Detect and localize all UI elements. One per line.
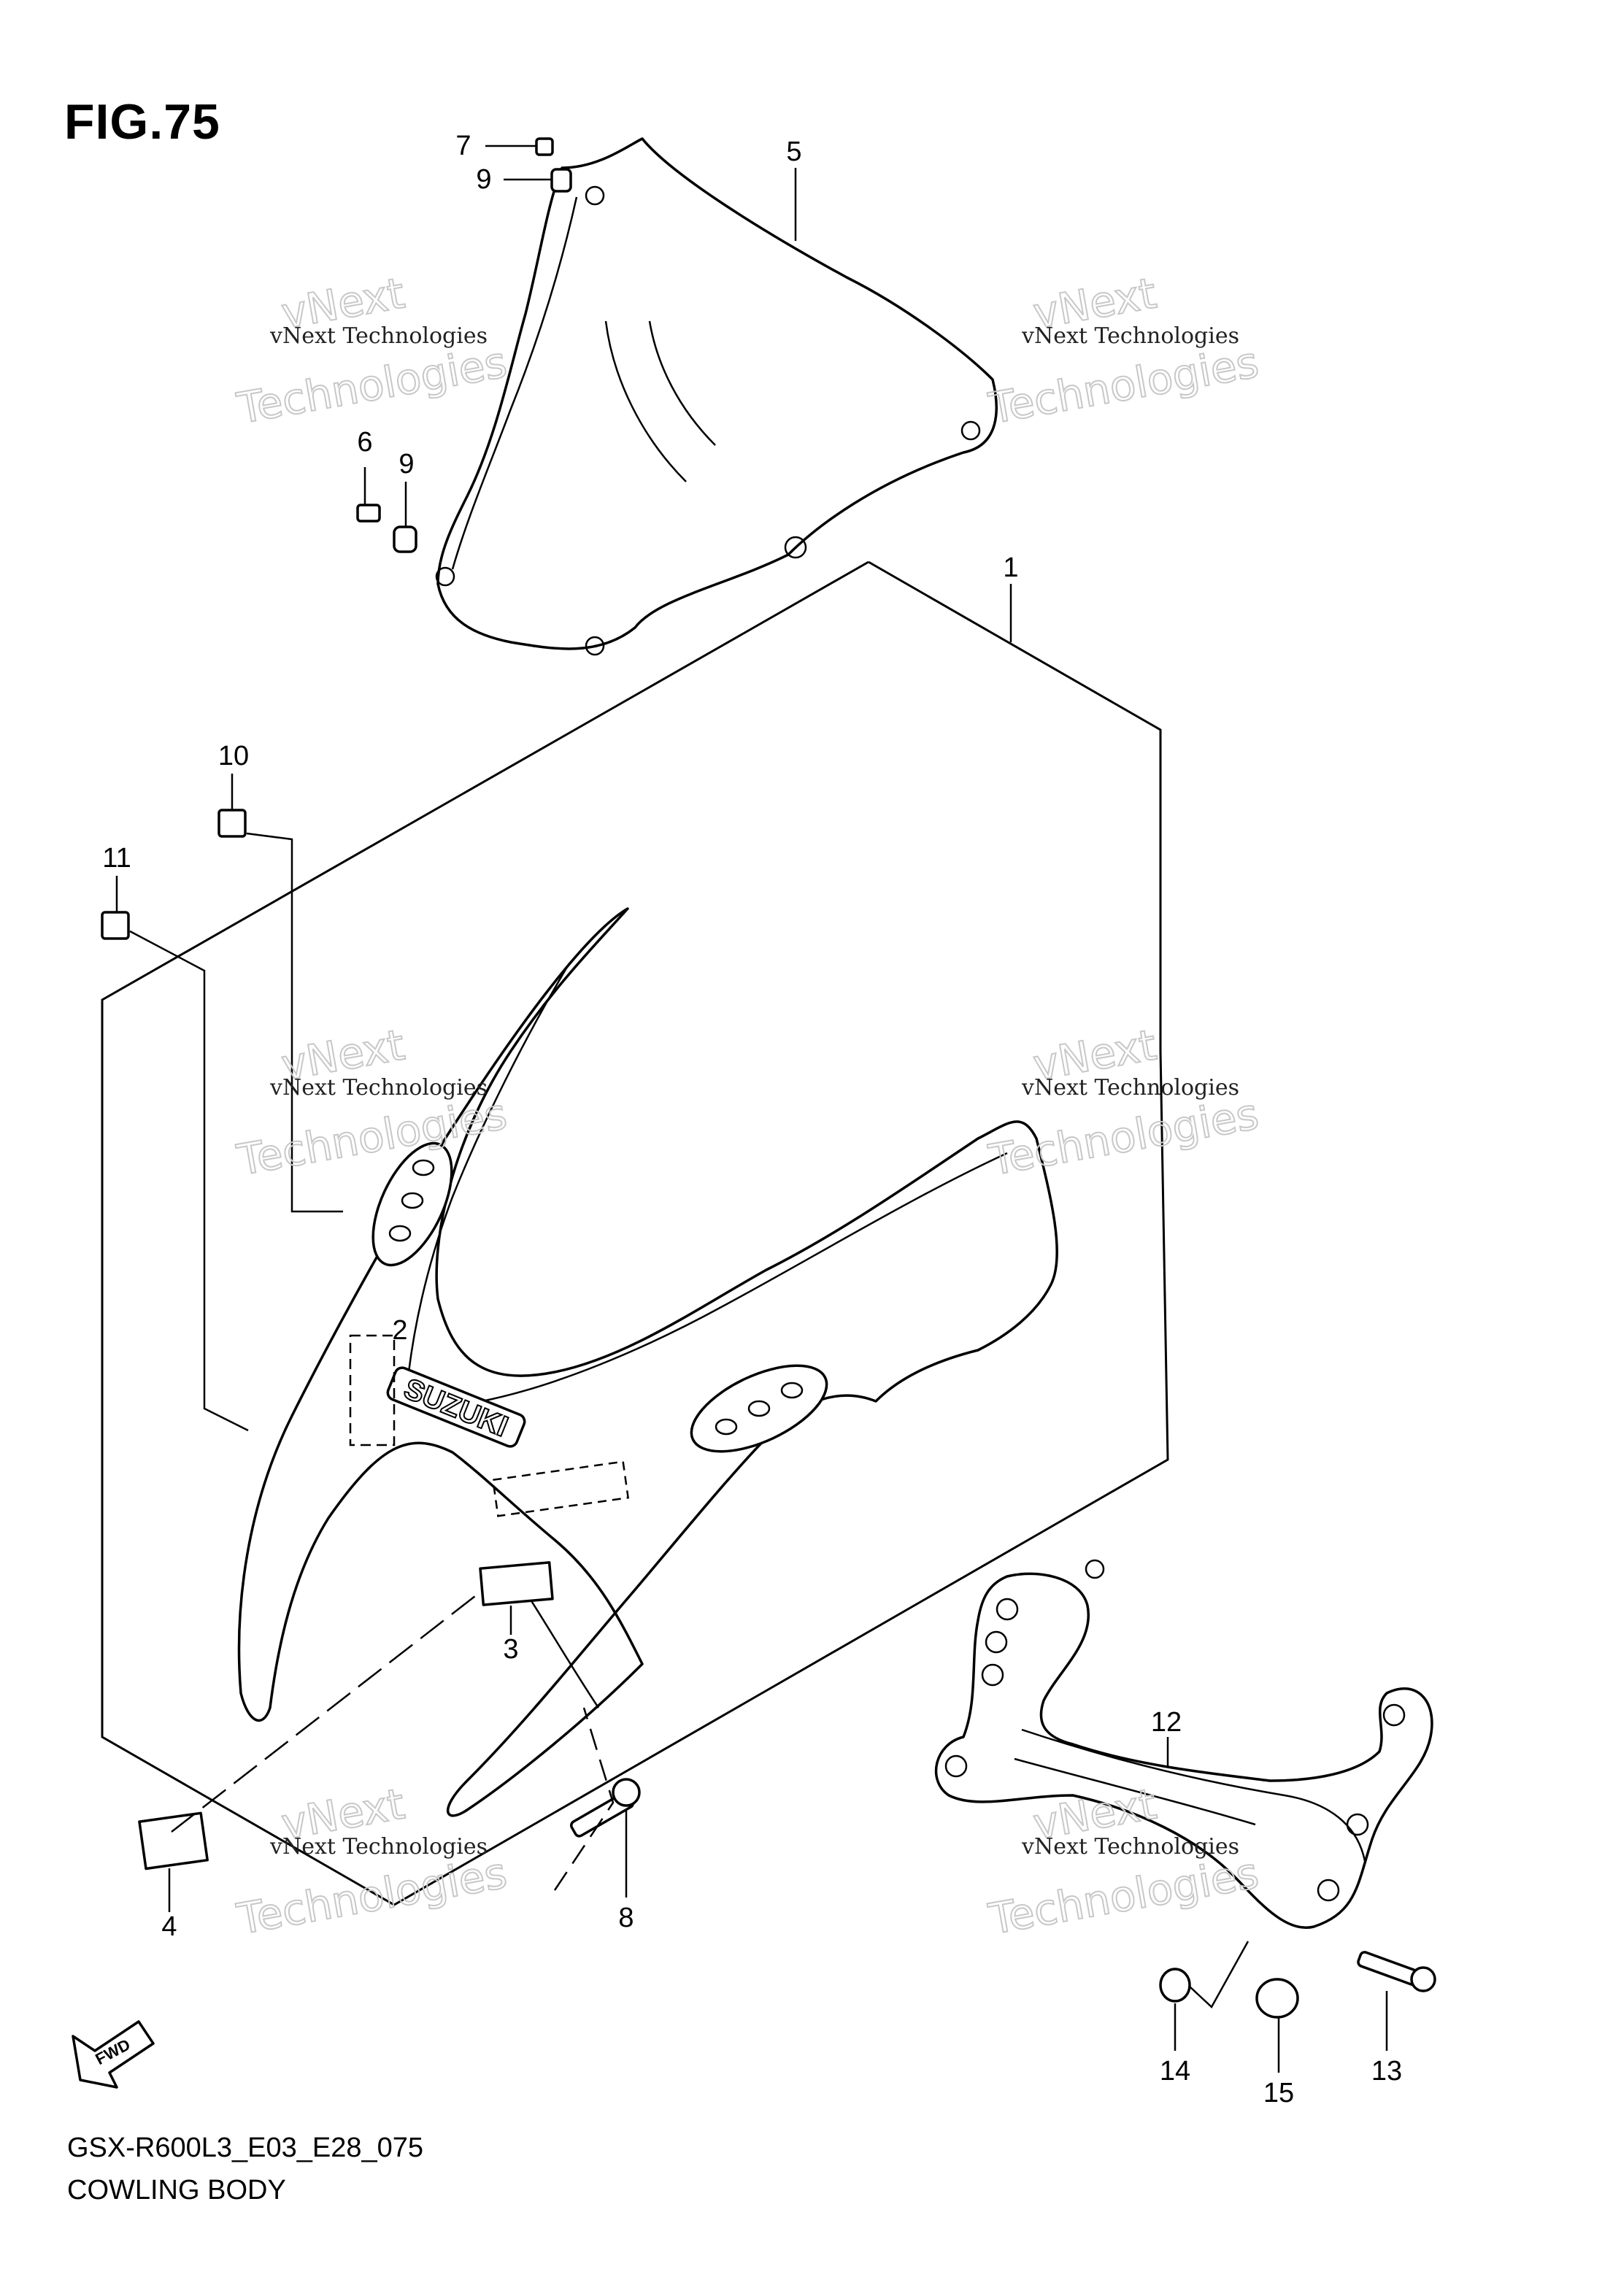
svg-text:vNext Technologies: vNext Technologies (1021, 1075, 1239, 1101)
callout-5: 5 (786, 136, 801, 167)
callout-11: 11 (102, 843, 131, 874)
decal-area (491, 1460, 630, 1517)
mount-hole (585, 185, 605, 206)
callout-13: 13 (1371, 2056, 1402, 2087)
callout-10: 10 (218, 741, 249, 771)
mount-hole (435, 566, 455, 587)
callout-9: 9 (476, 164, 491, 195)
watermark: vNext Technologies vNext Technologies (233, 1019, 512, 1186)
bracket-hole (981, 1663, 1004, 1687)
bracket-hole (1085, 1559, 1105, 1579)
svg-text:Technologies: Technologies (234, 1848, 511, 1944)
callout-12: 12 (1151, 1707, 1182, 1738)
watermark: vNext Technologies vNext Technologies (233, 267, 512, 434)
cowling-contour (481, 1152, 1008, 1403)
emblem-outline (349, 1334, 396, 1446)
fwd-arrow-badge: FWD (72, 2020, 155, 2089)
svg-text:Technologies: Technologies (234, 337, 511, 434)
label-4[interactable] (138, 1811, 209, 1871)
mount-hole (784, 536, 807, 559)
svg-text:vNext Technologies: vNext Technologies (269, 323, 488, 349)
windscreen-contour (451, 196, 578, 570)
right-air-vent (690, 1364, 828, 1453)
assembly-frame (101, 560, 1169, 1906)
bracket-hole (944, 1754, 968, 1778)
svg-text:Technologies: Technologies (985, 337, 1263, 434)
screw-7[interactable] (485, 137, 554, 156)
grommet-14[interactable] (1159, 1941, 1250, 2051)
callout-9: 9 (398, 449, 414, 479)
nut-11[interactable] (101, 911, 249, 1432)
callout-1: 1 (1003, 552, 1018, 583)
screw-8[interactable] (553, 1707, 641, 1898)
watermark: vNext Technologies vNext Technologies (985, 267, 1263, 434)
bracket-contour (1021, 1728, 1366, 1862)
washer-9-bottom[interactable] (393, 482, 417, 553)
cowling-bracket[interactable] (934, 1572, 1433, 1930)
svg-text:vNext Technologies: vNext Technologies (269, 1075, 488, 1101)
diagram-code: GSX-R600L3_E03_E28_075 (67, 2133, 424, 2163)
callout-8: 8 (618, 1903, 634, 1933)
bracket-hole (1346, 1813, 1369, 1836)
callout-6: 6 (357, 427, 372, 458)
upper-cowling-body[interactable] (237, 907, 1058, 1817)
svg-text:vNext Technologies: vNext Technologies (269, 1834, 488, 1860)
collar-15[interactable] (1255, 1978, 1299, 2073)
callout-2: 2 (392, 1315, 407, 1346)
watermark: vNext Technologies vNext Technologies (985, 1019, 1263, 1186)
svg-text:Technologies: Technologies (985, 1089, 1263, 1185)
leader-line (171, 1590, 482, 1833)
label-3[interactable] (479, 1561, 554, 1606)
callout-4: 4 (161, 1911, 177, 1942)
figure-title: FIG.75 (64, 94, 220, 150)
svg-text:vNext Technologies: vNext Technologies (1021, 1834, 1239, 1860)
svg-text:Technologies: Technologies (234, 1089, 511, 1185)
callout-15: 15 (1263, 2078, 1294, 2108)
windscreen-contour (604, 320, 687, 482)
mount-hole (960, 420, 981, 441)
bracket-contour (1014, 1757, 1256, 1826)
screw-6[interactable] (356, 467, 381, 523)
washer-9-top[interactable] (504, 168, 572, 193)
svg-text:vNext Technologies: vNext Technologies (1021, 323, 1239, 349)
windscreen-contour (648, 320, 716, 446)
cowling-contour (407, 963, 571, 1373)
bolt-13[interactable] (1357, 1951, 1436, 2051)
bracket-hole (1382, 1703, 1406, 1727)
left-air-vent (371, 1141, 453, 1267)
svg-text:Technologies: Technologies (985, 1848, 1263, 1944)
callout-3: 3 (503, 1634, 518, 1665)
mount-hole (585, 636, 605, 656)
windscreen-part[interactable] (436, 137, 998, 650)
bracket-hole (985, 1630, 1008, 1654)
callout-14: 14 (1160, 2056, 1190, 2087)
bracket-hole (1317, 1879, 1340, 1902)
diagram-name: COWLING BODY (67, 2175, 286, 2206)
bracket-hole (996, 1598, 1019, 1621)
callout-7: 7 (455, 131, 471, 161)
